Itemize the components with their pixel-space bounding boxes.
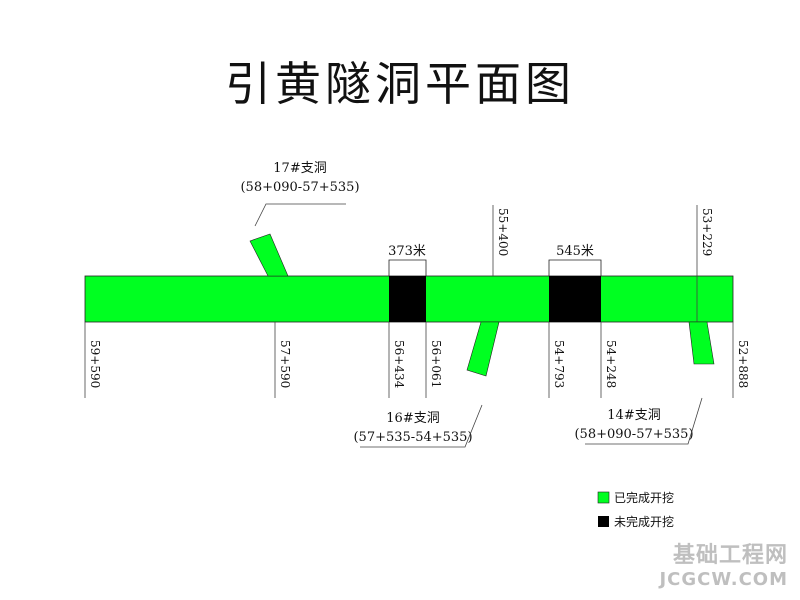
station-label-s2: 57+590 <box>278 340 292 388</box>
watermark-line2: JCGCW.COM <box>659 569 788 590</box>
legend-swatch-uncompleted <box>598 516 609 527</box>
station-label-s6: 54+248 <box>604 340 618 388</box>
page-title: 引黄隧洞平面图 <box>225 57 575 111</box>
legend-label-uncompleted: 未完成开挖 <box>614 514 674 529</box>
legend-swatch-completed <box>597 491 610 504</box>
branch-tunnel-14 <box>688 321 715 365</box>
uncompleted-segment-1 <box>389 276 426 322</box>
station-label-s5: 54+793 <box>552 340 566 388</box>
branch17-leader <box>254 203 346 227</box>
bracket-gap1 <box>388 259 427 276</box>
branch14-leader <box>585 397 703 445</box>
station-label-s4: 56+061 <box>429 340 443 388</box>
branch-tunnel-17 <box>249 233 289 277</box>
branch14-range: (58+090-57+535) <box>574 427 693 442</box>
gap1-label: 373米 <box>388 244 426 259</box>
branch14-name: 14#支洞 <box>607 408 660 423</box>
station-label-s1: 59+590 <box>88 340 102 388</box>
station-label-s9: 53+229 <box>700 208 714 256</box>
bracket-gap2 <box>548 259 602 276</box>
watermark-line1: 基础工程网 <box>672 543 788 568</box>
legend-label-completed: 已完成开挖 <box>614 490 674 505</box>
branch16-leader <box>360 404 483 448</box>
branch-tunnel-16 <box>466 321 500 377</box>
station-label-s3: 56+434 <box>392 340 406 389</box>
uncompleted-segment-2 <box>549 276 601 322</box>
station-label-s7: 52+888 <box>736 340 750 388</box>
branch16-range: (57+535-54+535) <box>353 430 472 445</box>
branch17-range: (58+090-57+535) <box>240 180 359 195</box>
branch17-name: 17#支洞 <box>273 161 326 176</box>
station-label-s8: 55+400 <box>496 208 510 256</box>
branch16-name: 16#支洞 <box>386 411 439 426</box>
gap2-label: 545米 <box>556 244 594 259</box>
watermark: 基础工程网 JCGCW.COM <box>659 537 788 590</box>
